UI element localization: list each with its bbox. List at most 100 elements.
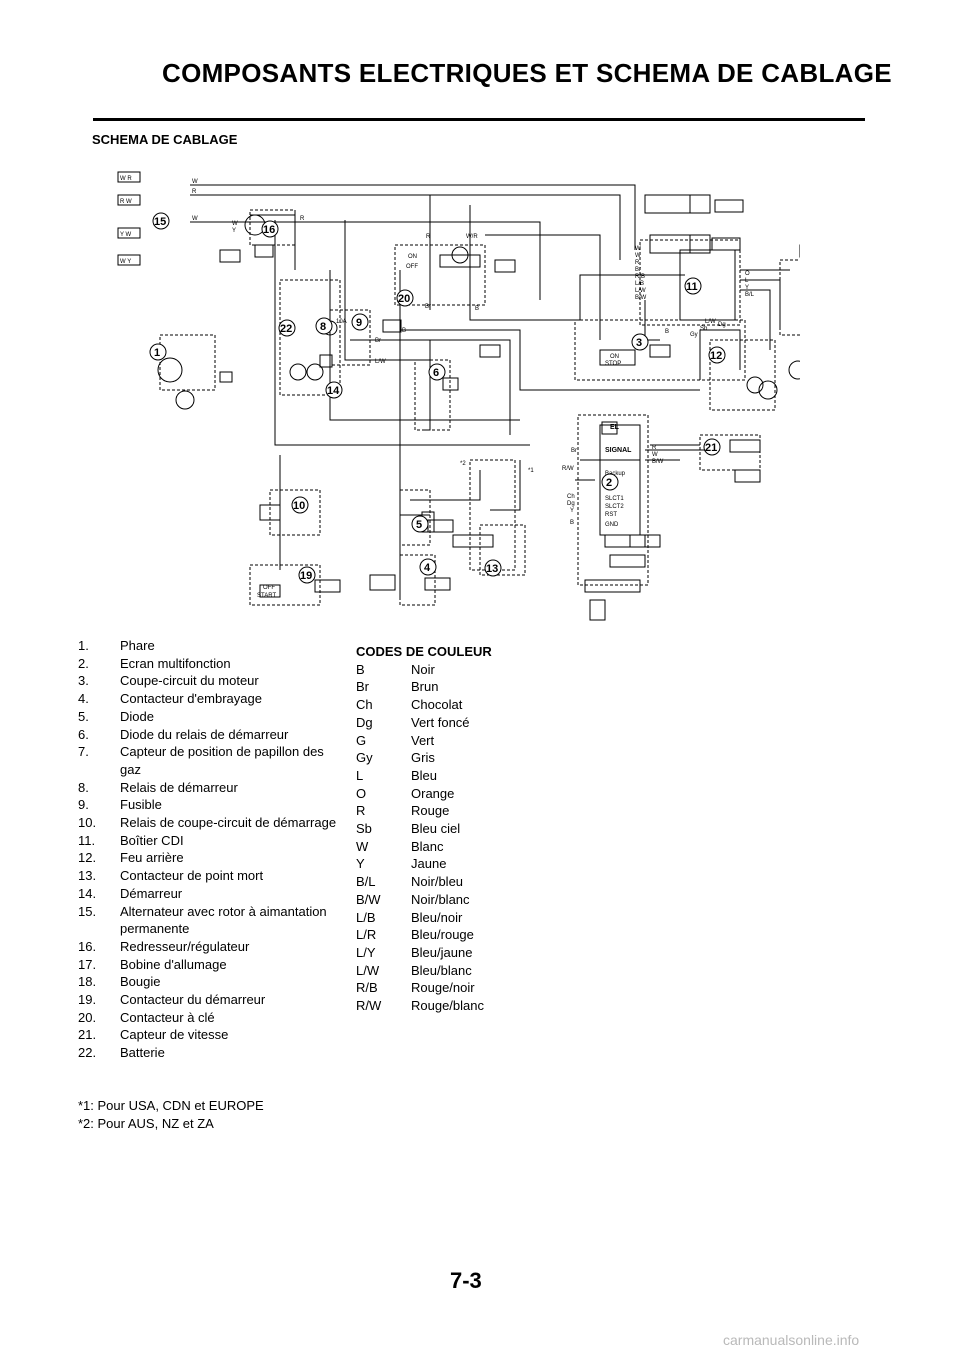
svg-text:R: R	[300, 216, 305, 222]
svg-text:W/R: W/R	[466, 234, 478, 240]
color-code: R/B	[356, 980, 378, 996]
svg-text:L/W: L/W	[705, 319, 716, 325]
legend-num: 9.	[78, 797, 89, 813]
color-name: Brun	[411, 679, 439, 695]
color-name: Rouge/blanc	[411, 998, 484, 1014]
legend-num: 18.	[78, 974, 97, 990]
svg-text:O: O	[745, 271, 750, 277]
legend-num: 11.	[78, 832, 96, 848]
svg-text:R/B: R/B	[635, 274, 645, 280]
svg-text:W: W	[232, 221, 238, 227]
color-code: G	[356, 732, 367, 748]
kill-on-label: ON	[610, 354, 619, 360]
legend-text: Redresseur/régulateur	[120, 938, 250, 954]
color-codes-title: CODES DE COULEUR	[356, 644, 492, 659]
svg-text:R: R	[652, 445, 657, 451]
legend-num: 5.	[78, 708, 89, 724]
svg-text:Y: Y	[570, 508, 574, 514]
callout-4: 4	[424, 562, 431, 574]
legend-text: Feu arrière	[120, 850, 184, 866]
color-name: Bleu ciel	[411, 821, 461, 837]
color-name: Vert	[411, 732, 435, 748]
svg-text:B/L: B/L	[745, 292, 755, 298]
page-title: COMPOSANTS ELECTRIQUES ET SCHEMA DE CABL…	[162, 58, 892, 88]
svg-text:Sb: Sb	[700, 326, 708, 332]
color-code: Sb	[356, 821, 372, 837]
starter-off-label: OFF	[263, 585, 275, 591]
watermark[interactable]: carmanualsonline.info	[723, 1332, 860, 1348]
color-name: Vert foncé	[411, 714, 470, 730]
color-code: Br	[356, 679, 369, 695]
svg-text:R: R	[192, 189, 197, 195]
legend-item: 6.Diode du relais de démarreur	[78, 726, 348, 744]
color-name: Noir/bleu	[411, 874, 464, 890]
svg-text:B: B	[570, 520, 574, 526]
color-code: Ch	[356, 697, 373, 713]
color-name: Jaune	[411, 856, 447, 872]
backup-label: Backup	[605, 471, 626, 477]
legend-item: 15.Alternateur avec rotor à aimantation …	[78, 903, 348, 938]
legend-text: Capteur de position de papillon des gaz	[120, 744, 324, 777]
legend-item: 16. Redresseur/régulateur	[78, 938, 348, 956]
callout-5: 5	[416, 519, 422, 531]
svg-text:W: W	[192, 216, 198, 222]
legend-item: 3.Coupe-circuit du moteur	[78, 672, 348, 690]
color-code: W	[356, 838, 369, 854]
legend-item: 5. Diode	[78, 708, 348, 726]
color-name: Gris	[411, 750, 435, 766]
legend-num: 16.	[78, 938, 97, 954]
svg-text:Y: Y	[232, 228, 236, 234]
legend-item: 13.Contacteur de point mort	[78, 867, 348, 885]
svg-text:B: B	[475, 306, 479, 312]
color-code-row: R/B Rouge/noir	[356, 979, 492, 997]
legend-num: 21.	[78, 1027, 97, 1043]
color-name: Bleu/noir	[411, 909, 463, 925]
callout-13: 13	[486, 563, 498, 575]
starter-start-label: START	[257, 593, 276, 599]
el-label: EL	[610, 424, 620, 431]
callout-3: 3	[636, 337, 642, 349]
header-rule	[93, 118, 865, 121]
svg-text:W: W	[192, 179, 198, 185]
callout-22: 22	[280, 323, 292, 335]
svg-text:W Y: W Y	[120, 259, 131, 265]
legend-text: Relais de coupe-circuit de démarrage	[120, 815, 337, 831]
legend-text: Capteur de vitesse	[120, 1027, 229, 1043]
legend-num: 15.	[78, 903, 97, 919]
color-code-row: Gy Gris	[356, 749, 492, 767]
legend-text: Contacteur d'embrayage	[120, 691, 262, 707]
footnote-1: *1: Pour USA, CDN et EUROPE	[78, 1098, 264, 1113]
color-name: Orange	[411, 785, 455, 801]
svg-text:Br: Br	[375, 338, 381, 344]
color-code: Gy	[356, 750, 373, 766]
legend-num: 7.	[78, 744, 89, 760]
legend-item: 21. Capteur de vitesse	[78, 1026, 348, 1044]
legend-num: 8.	[78, 779, 89, 795]
legend-item: 9.Fusible	[78, 796, 348, 814]
callout-8: 8	[320, 321, 326, 333]
gnd-label: GND	[605, 522, 619, 528]
svg-text:L/W: L/W	[635, 288, 646, 294]
svg-text:Br: Br	[571, 448, 577, 454]
legend-text: Contacteur à clé	[120, 1009, 215, 1025]
color-code: L	[356, 767, 364, 783]
legend-text: Contacteur de point mort	[120, 868, 264, 884]
legend-text: Contacteur du démarreur	[120, 992, 266, 1008]
color-code-row: Sb Bleu ciel	[356, 820, 492, 838]
legend-text: Diode	[120, 708, 154, 724]
color-code: R/W	[356, 998, 382, 1014]
legend-num: 22.	[78, 1045, 97, 1061]
key-off-label: OFF	[406, 264, 418, 270]
svg-text:W: W	[652, 452, 658, 458]
color-name: Rouge/noir	[411, 980, 475, 996]
svg-text:B: B	[402, 328, 406, 334]
legend-num: 6.	[78, 726, 89, 742]
legend-item: 12.Feu arrière	[78, 849, 348, 867]
